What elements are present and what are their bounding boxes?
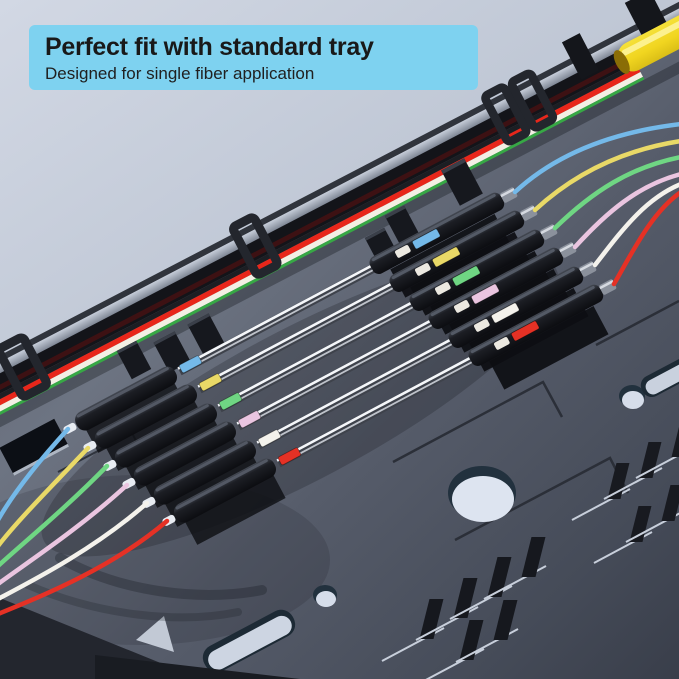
groove	[595, 299, 679, 347]
tray-details	[0, 299, 679, 679]
entry-fin	[561, 33, 600, 80]
fiber-window-right	[511, 320, 540, 342]
rail-fiber-red	[0, 67, 641, 411]
sleeve-white-segment	[474, 319, 490, 332]
sleeve-white-segment	[435, 282, 451, 295]
tray-slot	[640, 348, 679, 398]
fiber-window-left	[218, 392, 243, 411]
rail-fiber-white	[0, 72, 643, 415]
rail-clip	[481, 83, 531, 146]
pigtail-fiber-white	[592, 182, 679, 268]
rail-shadow	[0, 34, 679, 428]
left-holder-block	[115, 403, 217, 468]
pigtail-fiber-blue	[512, 121, 679, 195]
rail-clip	[507, 69, 558, 132]
sleeve-white-segment	[395, 245, 411, 258]
fiber-window-right	[432, 246, 461, 268]
left-holder-block	[75, 366, 177, 431]
splice-sleeve-row	[162, 279, 617, 545]
sleeve-white-segment	[494, 337, 510, 350]
info-banner: Perfect fit with standard tray Designed …	[29, 25, 478, 90]
tray-corner-wall	[0, 598, 200, 679]
tray-hole-small	[619, 385, 645, 409]
left-holder-block	[174, 458, 276, 523]
tray-hole-large	[448, 466, 516, 522]
sleeve-white-segment	[454, 300, 470, 313]
fiber-shadows	[24, 553, 267, 622]
fiber-window-left	[277, 447, 302, 466]
tray-corner-wall	[95, 655, 300, 679]
rail-clip	[229, 213, 282, 279]
left-holder-block	[95, 384, 197, 449]
fiber-window-right	[452, 265, 481, 287]
rail-cable-dark-red	[0, 10, 679, 399]
tray-hole-small	[313, 585, 337, 607]
crimp	[559, 242, 577, 258]
pigtail-fiber-pink	[572, 172, 679, 250]
rail-rim	[0, 0, 679, 385]
fiber-window-right	[471, 283, 500, 305]
steel-rod	[177, 258, 384, 370]
fiber-window-right	[491, 302, 520, 324]
rail-clip	[0, 333, 51, 401]
fiber-window-left	[237, 410, 262, 429]
crimp	[579, 261, 597, 277]
banner-subtitle: Designed for single fiber application	[45, 63, 315, 83]
pigtail-fiber-yellow	[532, 139, 679, 213]
banner-title: Perfect fit with standard tray	[45, 33, 374, 61]
groove	[392, 380, 564, 464]
steel-rod-base	[177, 258, 387, 376]
exit-fiber-green	[0, 463, 110, 568]
fiber-window-left	[178, 355, 203, 374]
fiber-window-left	[198, 373, 223, 392]
left-holder-block	[134, 421, 236, 486]
exit-fiber-white	[0, 500, 150, 601]
sleeve-white-segment	[415, 263, 431, 276]
fin-cluster	[381, 537, 547, 679]
steel-rod	[183, 264, 382, 372]
holder-posts	[116, 158, 483, 380]
pigtail-fibers-right	[512, 121, 679, 287]
buffer-tube	[613, 1, 679, 74]
exit-fiber-red	[0, 518, 170, 616]
exit-fiber-yellow	[0, 445, 91, 548]
pigtail-fibers-left	[0, 426, 170, 616]
fiber-window-right	[412, 228, 441, 250]
fin-cluster	[571, 421, 679, 564]
fiber-window-left	[257, 429, 282, 448]
left-holder-block	[154, 440, 256, 505]
exit-fiber-pink	[0, 482, 130, 586]
corner-wedge	[136, 616, 174, 652]
pigtail-fiber-green	[552, 155, 679, 231]
tray-rail	[0, 0, 679, 428]
tray-slot	[202, 609, 296, 673]
pigtail-fiber-red	[611, 190, 679, 287]
rail-fiber-green	[0, 76, 645, 418]
exit-fiber-blue	[0, 426, 71, 522]
